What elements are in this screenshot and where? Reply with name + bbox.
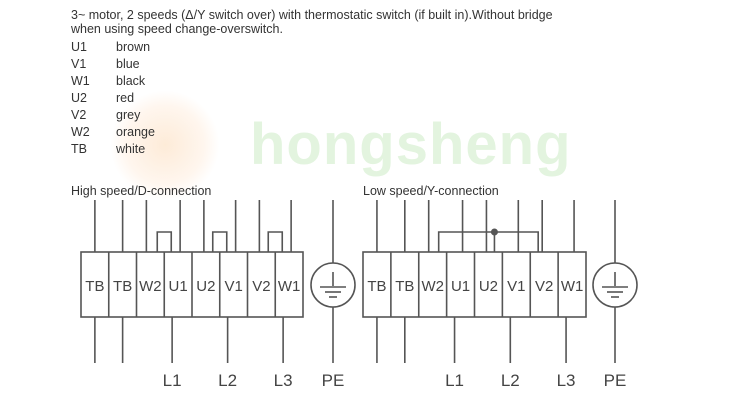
header-line1: 3~ motor, 2 speeds (Δ/Y switch over) wit… [71,8,553,22]
terminal-label: W1 [561,278,584,295]
terminal-label: W2 [421,278,444,295]
line-label-pe: PE [604,371,627,390]
legend-code: V1 [71,57,87,71]
terminal-label: U2 [479,278,498,295]
line-label-l1: L1 [163,371,182,390]
low-speed-title: Low speed/Y-connection [363,184,499,198]
legend-color: black [116,74,146,88]
logo-watermark [110,90,220,200]
star-bridge [437,231,539,252]
ground-icon [310,262,356,308]
terminal-label: V1 [224,278,242,295]
legend-color: brown [116,40,151,54]
terminal-label: V1 [507,278,525,295]
terminal-label: V2 [535,278,553,295]
bridge [156,231,173,252]
legend-code: W2 [71,125,90,139]
legend-code: U1 [71,40,87,54]
legend-color: grey [116,108,141,122]
terminal-label: TB [85,278,104,295]
terminal-label: TB [367,278,386,295]
terminal-label: U2 [196,278,215,295]
terminal-label: W1 [278,278,301,295]
terminal-label: U1 [451,278,470,295]
legend-color: red [116,91,135,105]
ground-icon [592,262,638,308]
line-label-l2: L2 [501,371,520,390]
legend-color: orange [116,125,155,139]
legend-code: U2 [71,91,87,105]
legend-color: white [116,142,146,156]
bridge [211,231,228,252]
line-label-l1: L1 [445,371,464,390]
terminal-label: V2 [252,278,270,295]
header-line2: when using speed change-overswitch. [71,22,283,36]
line-label-pe: PE [322,371,345,390]
line-label-l2: L2 [218,371,237,390]
terminal-label: TB [113,278,132,295]
watermark-text: hongsheng [250,112,572,177]
high-speed-title: High speed/D-connection [71,184,212,198]
legend-color: blue [116,57,140,71]
terminal-label: U1 [169,278,188,295]
terminal-label: TB [395,278,414,295]
star-point [490,228,498,236]
legend-code: V2 [71,108,87,122]
bridge [267,231,284,252]
legend-code: W1 [71,74,90,88]
terminal-label: W2 [139,278,162,295]
line-label-l3: L3 [274,371,293,390]
line-label-l3: L3 [557,371,576,390]
legend-code: TB [71,142,87,156]
